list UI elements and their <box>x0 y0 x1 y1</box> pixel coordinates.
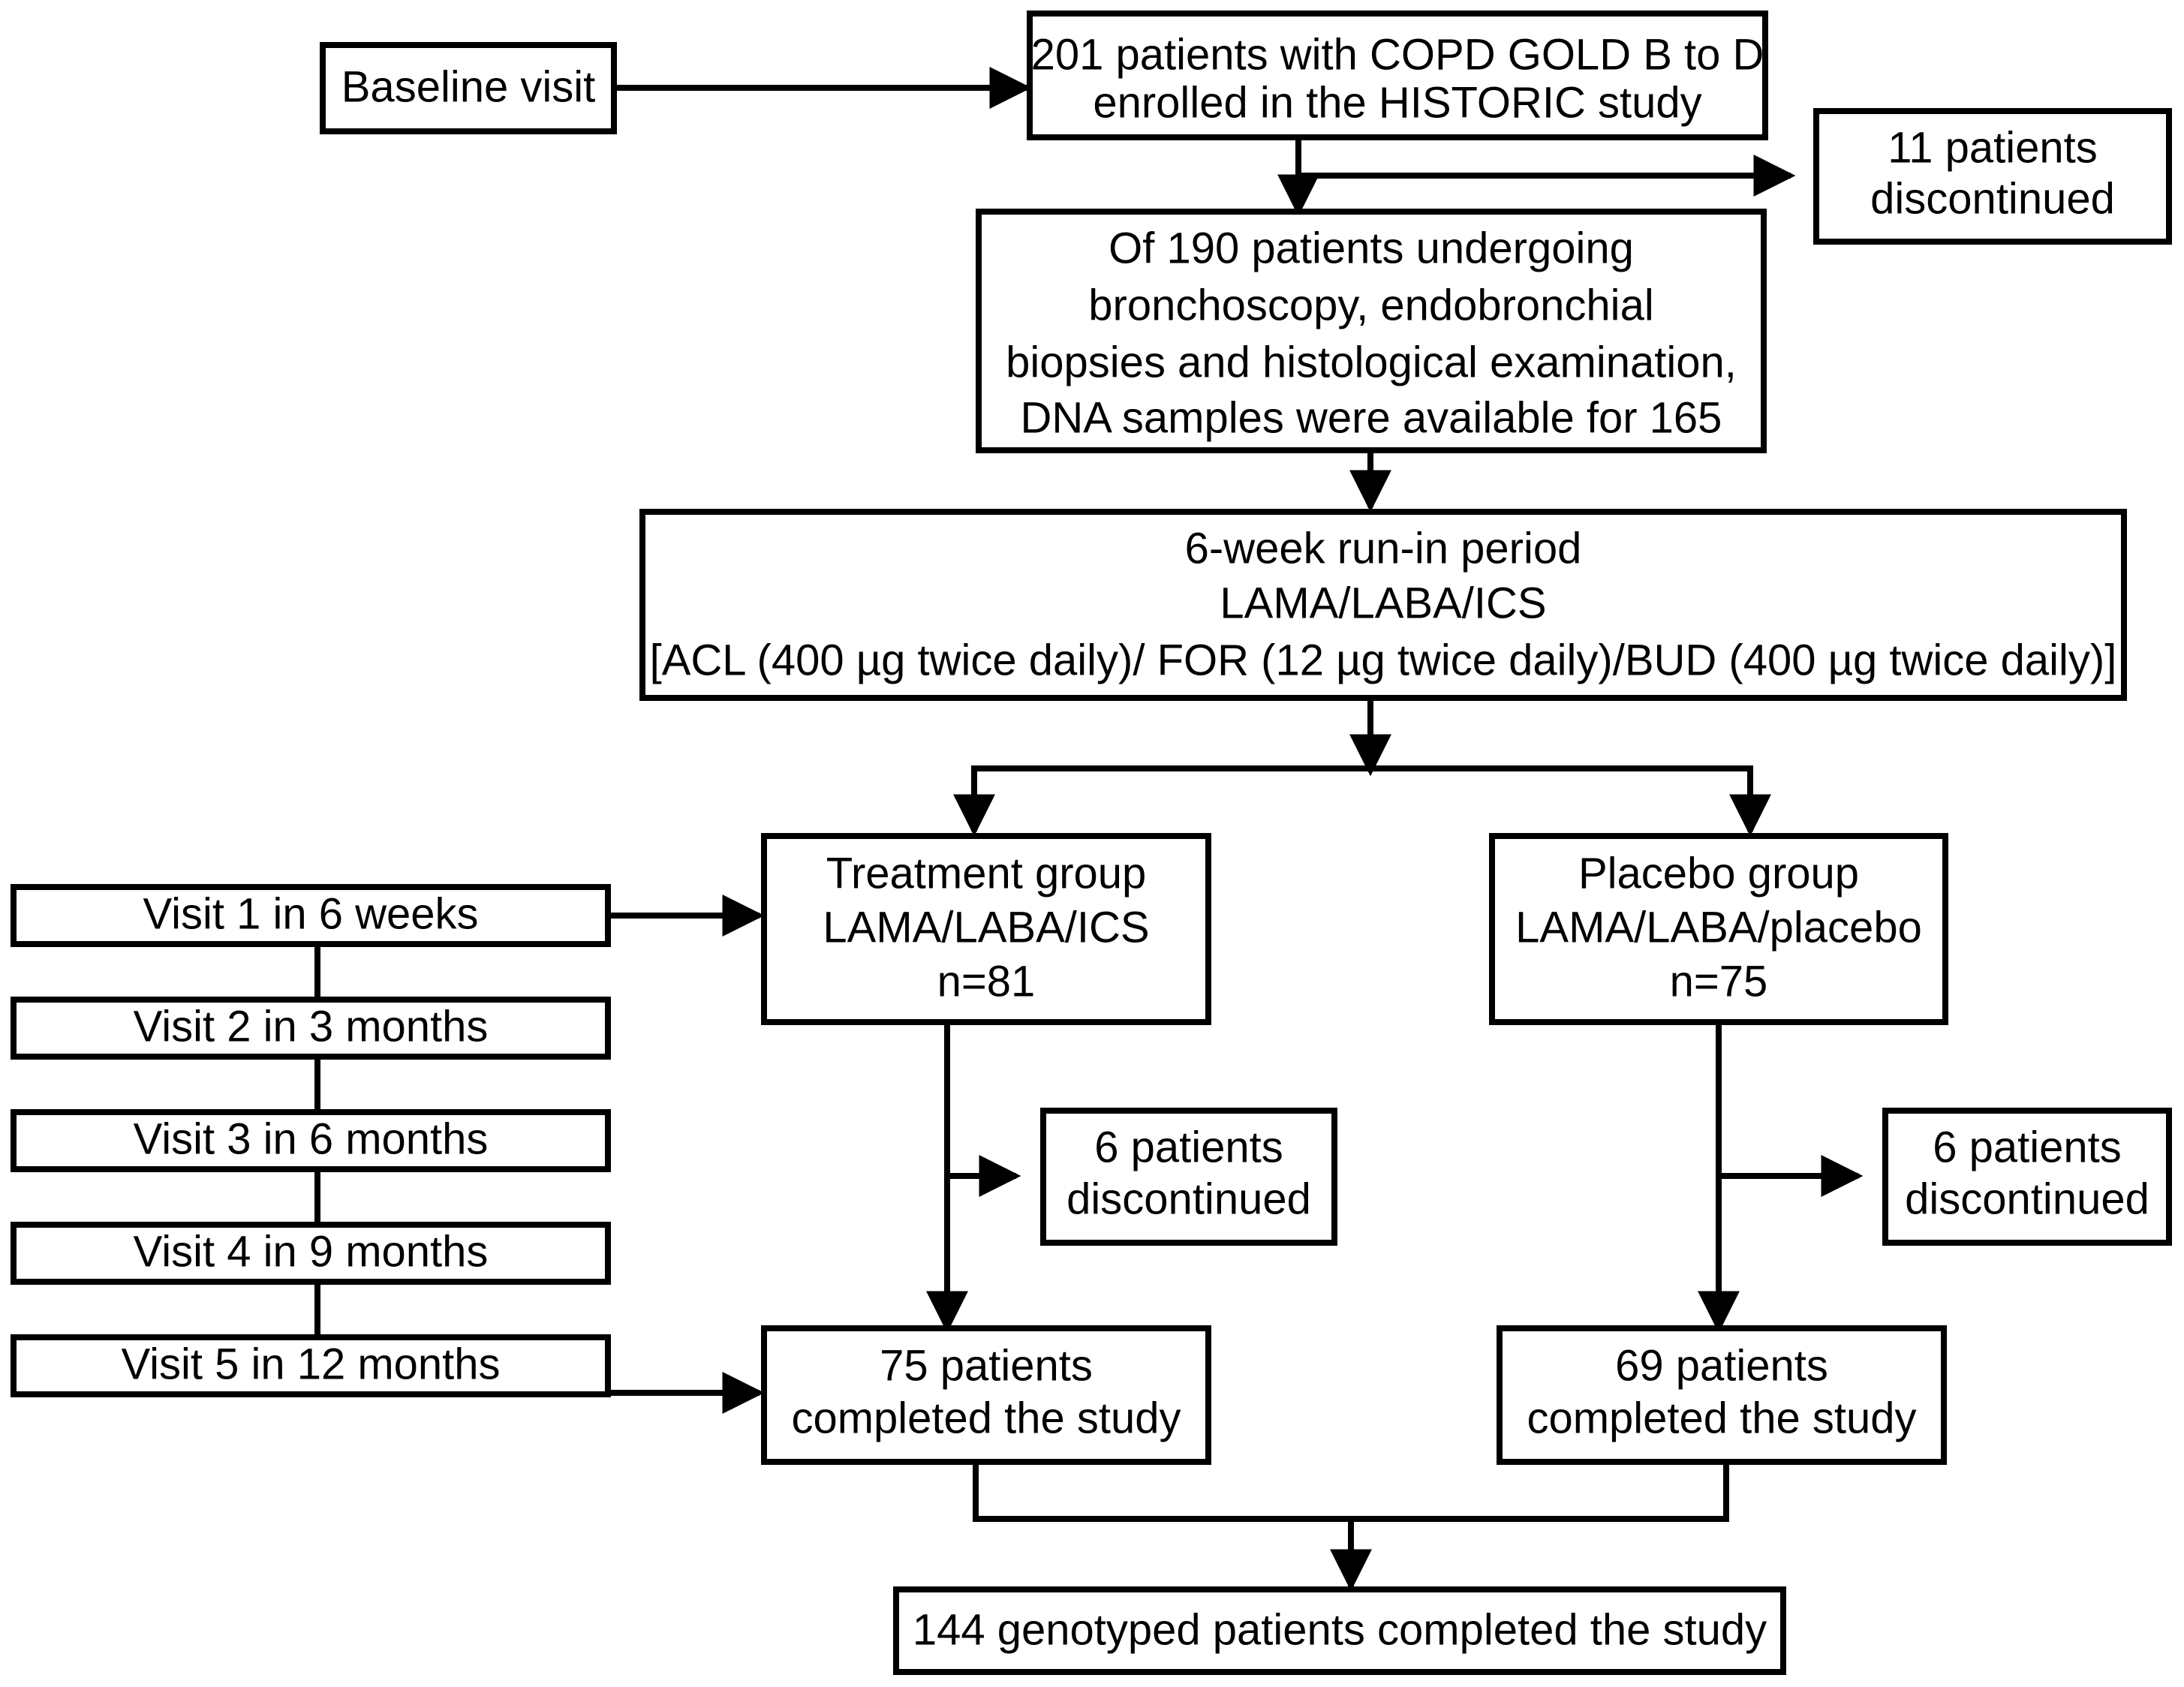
node-discontinued-top[interactable]: 11 patients discontinued <box>1813 108 2172 245</box>
node-visit-5[interactable]: Visit 5 in 12 months <box>11 1334 611 1397</box>
node-treatment-group-line-0: Treatment group <box>826 849 1147 898</box>
node-treatment-group-line-2: n=81 <box>937 957 1036 1006</box>
node-visit-2-box <box>11 997 611 1060</box>
node-run-in-period-line-2: [ACL (400 µg twice daily)/ FOR (12 µg tw… <box>650 636 2117 684</box>
node-bronchoscopy-line-2: biopsies and histological examination, <box>1006 338 1737 386</box>
connectors-group <box>314 67 1864 1592</box>
node-visit-3-box <box>11 1109 611 1172</box>
node-baseline-visit-box <box>320 42 617 134</box>
node-visit-1-label: Visit 1 in 6 weeks <box>143 889 478 938</box>
node-final-genotyped[interactable]: 144 genotyped patients completed the stu… <box>893 1586 1786 1675</box>
node-placebo-group-box <box>1489 833 1948 1025</box>
node-discontinued-treatment-line-1: discontinued <box>1066 1174 1311 1223</box>
node-completed-treatment-line-0: 75 patients <box>880 1341 1093 1390</box>
node-enrolled[interactable]: 201 patients with COPD GOLD B to D enrol… <box>1027 11 1768 140</box>
node-run-in-period-line-1: LAMA/LABA/ICS <box>1220 579 1546 627</box>
node-placebo-group[interactable]: Placebo group LAMA/LABA/placebo n=75 <box>1489 833 1948 1025</box>
node-visit-3-label: Visit 3 in 6 months <box>134 1114 489 1163</box>
node-visit-4-box <box>11 1222 611 1285</box>
node-completed-placebo-line-1: completed the study <box>1527 1394 1916 1442</box>
node-bronchoscopy-box <box>976 209 1767 453</box>
node-placebo-group-line-1: LAMA/LABA/placebo <box>1515 903 1922 952</box>
node-visit-2[interactable]: Visit 2 in 3 months <box>11 997 611 1060</box>
node-final-genotyped-label: 144 genotyped patients completed the stu… <box>913 1605 1767 1654</box>
node-discontinued-treatment[interactable]: 6 patients discontinued <box>1040 1108 1337 1246</box>
node-bronchoscopy-line-0: Of 190 patients undergoing <box>1109 224 1634 272</box>
node-visit-2-label: Visit 2 in 3 months <box>134 1002 489 1051</box>
node-treatment-group-line-1: LAMA/LABA/ICS <box>823 903 1149 952</box>
node-discontinued-placebo-line-0: 6 patients <box>1933 1123 2122 1171</box>
node-discontinued-placebo-line-1: discontinued <box>1905 1174 2149 1223</box>
node-bronchoscopy[interactable]: Of 190 patients undergoing bronchoscopy,… <box>976 209 1767 453</box>
node-discontinued-top-line-1: discontinued <box>1870 174 2115 223</box>
node-visit-4[interactable]: Visit 4 in 9 months <box>11 1222 611 1285</box>
node-treatment-group-box <box>761 833 1211 1025</box>
node-discontinued-treatment-box <box>1040 1108 1337 1246</box>
node-placebo-group-line-2: n=75 <box>1670 957 1768 1006</box>
node-bronchoscopy-line-1: bronchoscopy, endobronchial <box>1088 281 1653 329</box>
node-run-in-period-line-0: 6-week run-in period <box>1185 524 1582 573</box>
node-visit-4-label: Visit 4 in 9 months <box>134 1227 489 1276</box>
node-treatment-group[interactable]: Treatment group LAMA/LABA/ICS n=81 <box>761 833 1211 1025</box>
node-baseline-visit-line-0: Baseline visit <box>341 62 595 111</box>
node-completed-placebo[interactable]: 69 patients completed the study <box>1497 1325 1947 1465</box>
node-completed-placebo-box <box>1497 1325 1947 1465</box>
node-run-in-period-box <box>639 509 2127 701</box>
node-discontinued-placebo[interactable]: 6 patients discontinued <box>1882 1108 2172 1246</box>
node-visit-1[interactable]: Visit 1 in 6 weeks <box>11 884 611 947</box>
node-completed-treatment-box <box>761 1325 1211 1465</box>
node-completed-treatment-line-1: completed the study <box>791 1394 1181 1442</box>
node-bronchoscopy-line-3: DNA samples were available for 165 <box>1021 393 1722 442</box>
node-run-in-period[interactable]: 6-week run-in period LAMA/LABA/ICS [ACL … <box>639 509 2127 701</box>
node-discontinued-top-line-0: 11 patients <box>1888 123 2097 172</box>
node-enrolled-box <box>1027 11 1768 140</box>
node-enrolled-line-1: enrolled in the HISTORIC study <box>1093 78 1701 127</box>
node-placebo-group-line-0: Placebo group <box>1578 849 1859 898</box>
node-visit-1-box <box>11 884 611 947</box>
node-visit-5-box <box>11 1334 611 1397</box>
node-completed-treatment[interactable]: 75 patients completed the study <box>761 1325 1211 1465</box>
node-discontinued-placebo-box <box>1882 1108 2172 1246</box>
node-visit-5-label: Visit 5 in 12 months <box>121 1340 500 1388</box>
node-visit-3[interactable]: Visit 3 in 6 months <box>11 1109 611 1172</box>
node-completed-placebo-line-0: 69 patients <box>1615 1341 1828 1390</box>
node-baseline-visit[interactable]: Baseline visit <box>320 42 617 134</box>
node-enrolled-line-0: 201 patients with COPD GOLD B to D <box>1031 30 1764 79</box>
node-discontinued-treatment-line-0: 6 patients <box>1094 1123 1283 1171</box>
node-final-genotyped-box <box>893 1586 1786 1675</box>
node-discontinued-top-box <box>1813 108 2172 245</box>
